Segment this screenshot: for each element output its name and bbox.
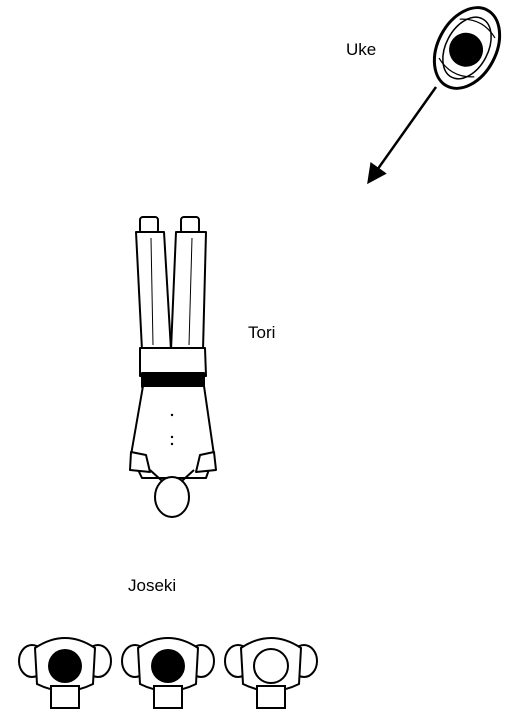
joseki-figure-1-icon: [19, 638, 111, 708]
movement-arrow-icon: [370, 87, 436, 180]
joseki-figure-3-icon: [225, 638, 317, 708]
uke-figure-icon: [421, 0, 511, 100]
tori-figure-icon: [130, 217, 216, 517]
joseki-figure-2-icon: [122, 638, 214, 708]
